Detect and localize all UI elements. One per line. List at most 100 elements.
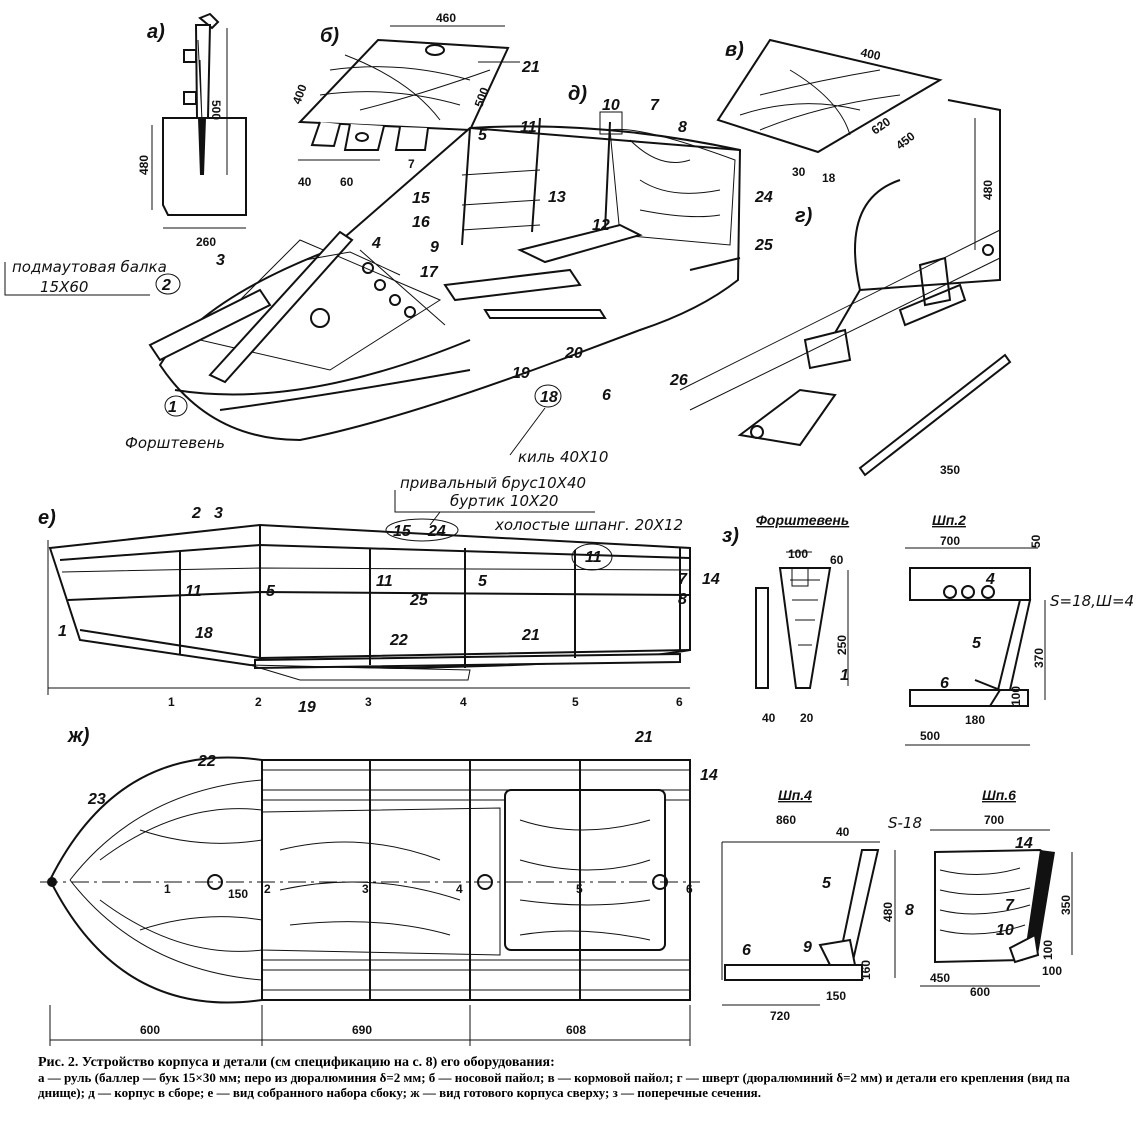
note-toe-rail: буртик 10Х20 (450, 492, 558, 510)
dim-sp4-160: 160 (859, 960, 873, 980)
note-keel: киль 40Х10 (518, 448, 608, 466)
stem-side (755, 587, 769, 689)
sp2-frame (996, 599, 1032, 691)
part-24-side: 24 (427, 523, 446, 540)
part-8-hull: 8 (678, 119, 687, 136)
dim-aft-30: 30 (792, 165, 806, 179)
view-b-forward-floorboard: б) 460 400 500 40 60 7 18 21 (290, 11, 540, 189)
dim-top-150: 150 (228, 887, 248, 901)
part-1-stem: 1 (840, 667, 849, 684)
part-10-sp6: 10 (996, 922, 1014, 939)
caption-title: Рис. 2. Устройство корпуса и детали (см … (38, 1055, 555, 1070)
dim-stem-60: 60 (830, 553, 844, 567)
dim-fwd-height: 400 (290, 82, 310, 106)
dim-aft-18: 18 (822, 171, 836, 185)
part-5-hull: 5 (478, 127, 488, 144)
part-8-side: 8 (678, 591, 687, 608)
part-11-idle: 11 (585, 549, 602, 566)
pintle-lower (183, 91, 197, 105)
view-label-z: з) (722, 525, 739, 547)
part-6-hull: 6 (602, 387, 611, 404)
stem-title: Форштевень (756, 512, 849, 528)
station-6-side: 6 (676, 695, 683, 709)
part-25-hull: 25 (754, 237, 774, 254)
part-7-hull: 7 (650, 97, 660, 114)
part-22-top: 22 (197, 753, 216, 770)
sp2-beam (909, 567, 1031, 601)
dim-sp2-700: 700 (940, 534, 960, 548)
note-rub-rail: привальный брус10Х40 (400, 474, 586, 492)
part-15-side: 15 (393, 523, 412, 540)
part-25-side: 25 (409, 592, 429, 609)
part-19-side: 19 (298, 699, 316, 716)
dim-sp6-100a: 100 (1041, 940, 1055, 960)
part-26: 26 (669, 372, 688, 389)
part-7-sp6: 7 (1005, 897, 1015, 914)
part-21-top: 21 (634, 729, 653, 746)
station-5-side: 5 (572, 695, 579, 709)
part-11-side-b: 11 (376, 573, 393, 590)
frame-4-section: Шп.4 860 40 S-18 5 9 6 480 160 150 720 (721, 787, 922, 1023)
dim-rudder-width: 260 (196, 235, 216, 249)
dim-sp2-100: 100 (1009, 686, 1023, 706)
part-5-sp4: 5 (822, 875, 832, 892)
part-1-side: 1 (58, 623, 67, 640)
part-3-side: 3 (214, 505, 223, 522)
part-6-sp2: 6 (940, 675, 949, 692)
note-s18: S=18,Ш=4 (1050, 592, 1134, 610)
dim-rudder-height: 480 (137, 155, 151, 175)
note-forstevn: Форштевень (125, 434, 225, 452)
part-4-sp2: 4 (985, 571, 995, 588)
station-1-side: 1 (168, 695, 175, 709)
dim-top-600: 600 (140, 1023, 160, 1037)
dim-sp6-350: 350 (1059, 895, 1073, 915)
part-23: 23 (87, 791, 106, 808)
part-2: 2 (161, 277, 171, 294)
dim-sp2-500: 500 (920, 729, 940, 743)
dim-sp6-100b: 100 (1042, 964, 1062, 978)
caption-body: а — руль (баллер — бук 15×30 мм; перо из… (38, 1070, 1070, 1100)
dim-fwd-60: 60 (340, 175, 354, 189)
part-18-side: 18 (195, 625, 213, 642)
hull-outline (158, 125, 742, 442)
part-6-sp4: 6 (742, 942, 751, 959)
dim-stem-20: 20 (800, 711, 814, 725)
dim-sp2-370: 370 (1032, 648, 1046, 668)
dim-fwd-length: 500 (472, 85, 492, 109)
note-s18b: S-18 (888, 814, 922, 832)
part-12: 12 (592, 217, 610, 234)
dim-sp6-600: 600 (970, 985, 990, 999)
cb-strip (858, 353, 1012, 477)
sp4-floor (724, 964, 863, 981)
stem-front (778, 567, 832, 689)
part-14-sp6: 14 (1015, 835, 1033, 852)
dim-sp4-150: 150 (826, 989, 846, 1003)
part-9-sp4: 9 (803, 939, 812, 956)
dim-stem-250: 250 (835, 635, 849, 655)
fwd-floorboard-panel (297, 38, 510, 132)
transom (609, 128, 736, 246)
view-label-a: а) (147, 21, 165, 43)
view-zh-top-view: ж) 1 2 3 4 5 6 150 23 22 21 14 600 690 (40, 725, 718, 1046)
part-24: 24 (754, 189, 773, 206)
sp6-title: Шп.6 (982, 787, 1016, 803)
frame-2-section: Шп.2 350 700 50 4 5 6 370 100 180 500 S=… (905, 463, 1134, 746)
dim-stem-100: 100 (788, 547, 808, 561)
part-11-hull: 11 (520, 119, 537, 136)
part-8-sp6: 8 (905, 902, 914, 919)
sp2-title: Шп.2 (932, 512, 966, 528)
part-15: 15 (412, 190, 431, 207)
part-16: 16 (412, 214, 430, 231)
part-14-side: 14 (702, 571, 720, 588)
frame-lines (179, 525, 681, 668)
part-5-side-b: 5 (478, 573, 488, 590)
view-z-stem-section: з) Форштевень 100 60 250 1 40 20 (722, 512, 849, 725)
part-3: 3 (216, 252, 225, 269)
dim-stem-40: 40 (762, 711, 776, 725)
station-1-top: 1 (164, 882, 171, 896)
part-13: 13 (548, 189, 566, 206)
part-11-side-a: 11 (185, 583, 202, 600)
station-2-side: 2 (255, 695, 262, 709)
sp4-title: Шп.4 (778, 787, 812, 803)
note-mast-beam: подмаутовая балка (12, 258, 167, 276)
